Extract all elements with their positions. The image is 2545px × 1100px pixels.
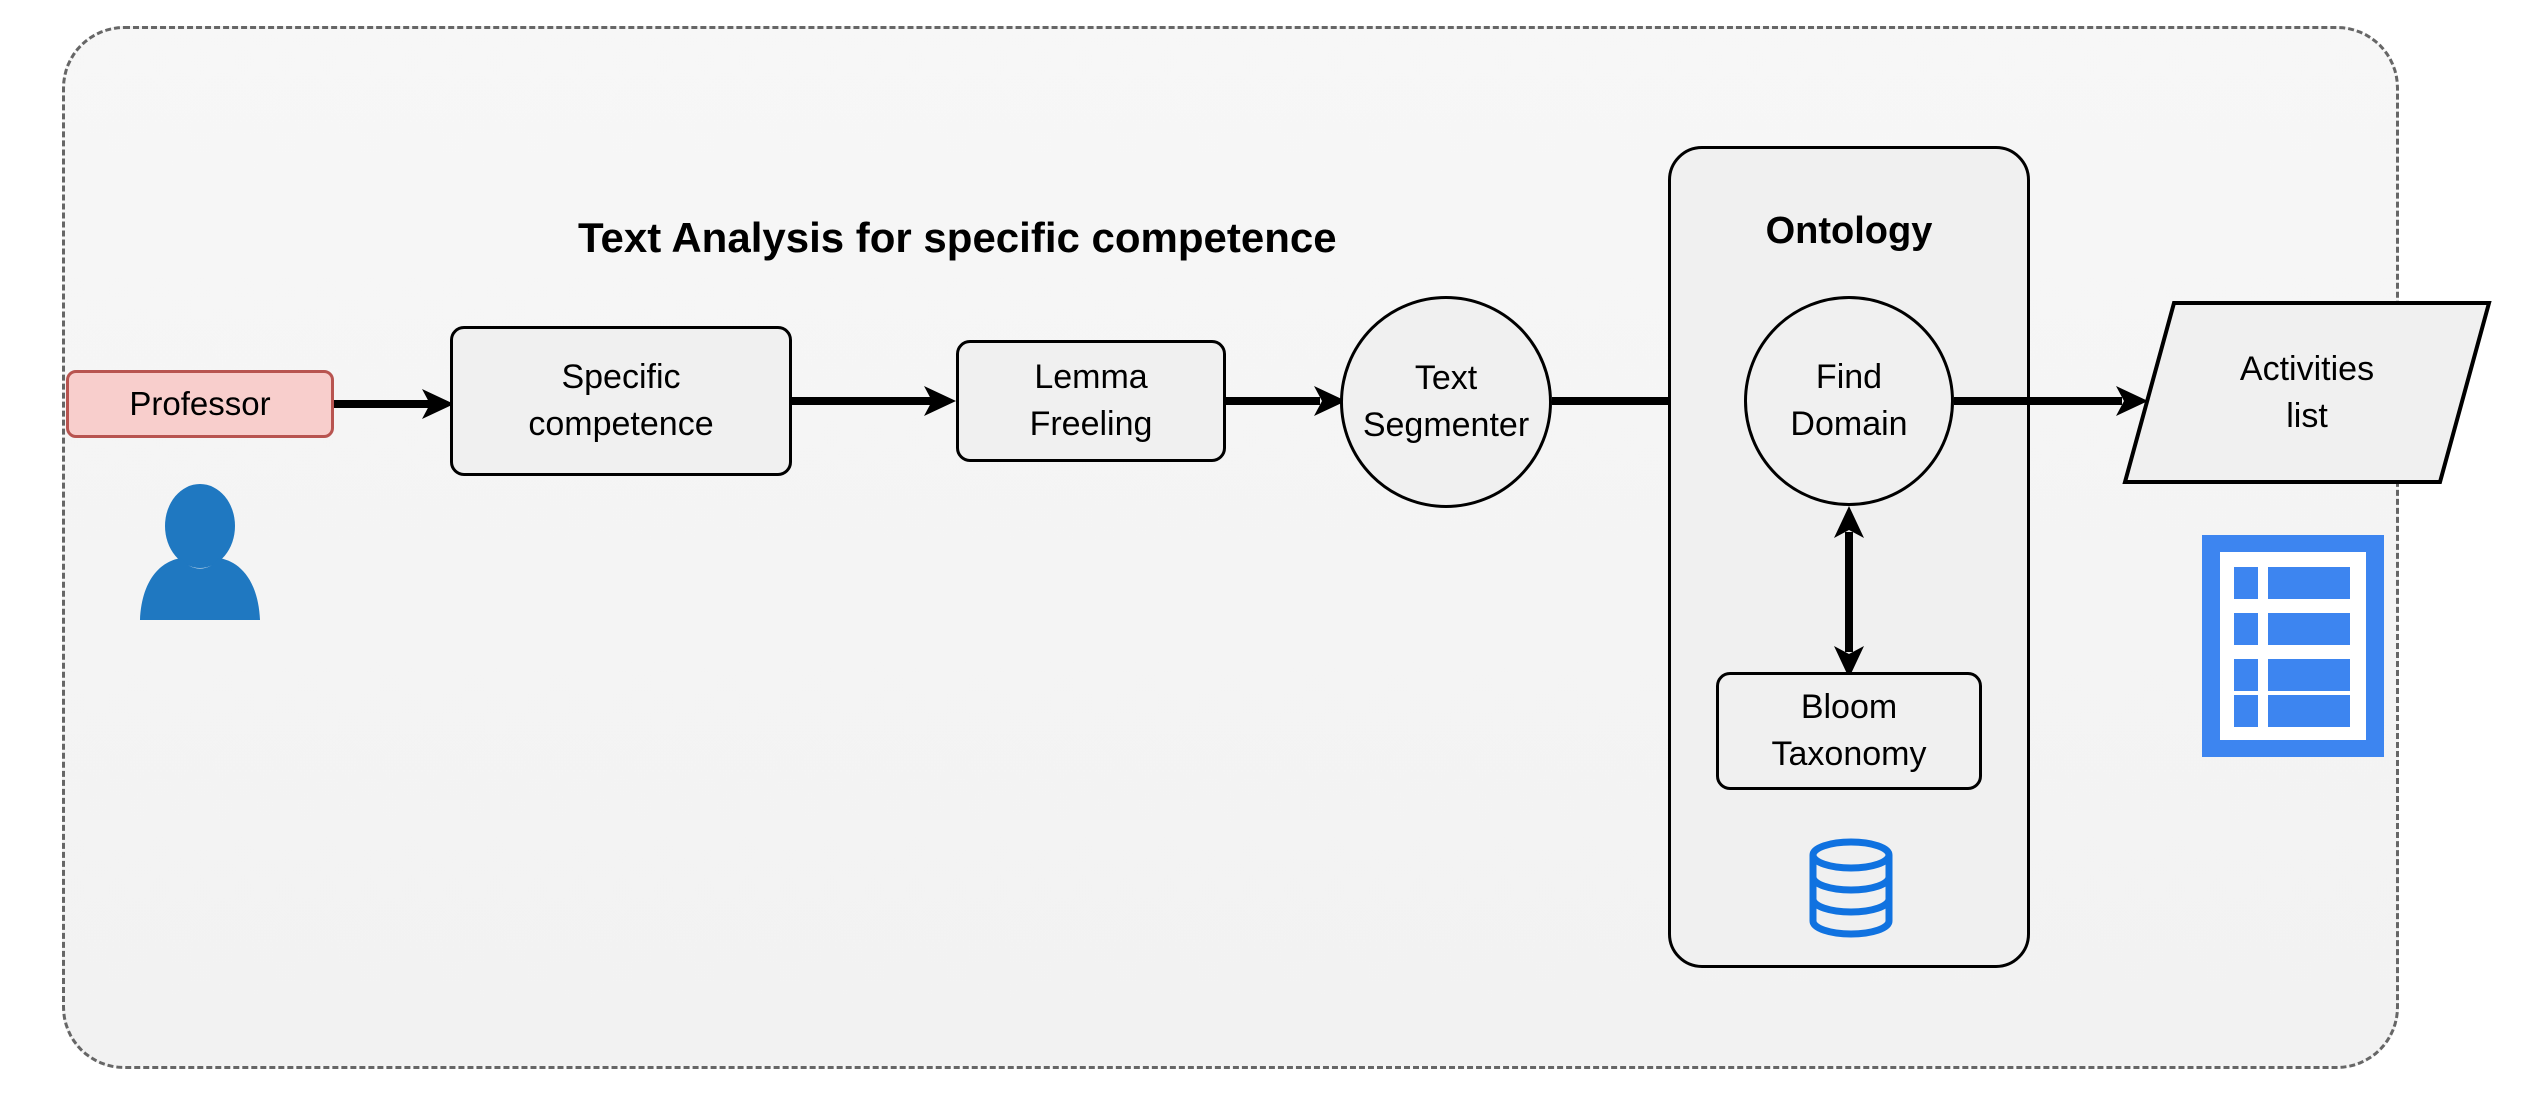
output-activities-list[interactable]: Activities list [2122, 300, 2492, 485]
arrow-specific-to-lemma [792, 385, 956, 417]
step-text-segmenter[interactable]: Text Segmenter [1340, 296, 1552, 508]
step-find-domain[interactable]: Find Domain [1744, 296, 1954, 506]
person-icon [132, 480, 268, 620]
step-lemma-freeling-label-1: Lemma [1034, 358, 1148, 397]
system-boundary [62, 26, 2399, 1069]
output-activities-list-label-1: Activities [2239, 349, 2375, 388]
actor-professor-label: Professor [129, 385, 271, 423]
step-specific-competence[interactable]: Specific competence [450, 326, 792, 476]
arrow-professor-to-specific [334, 388, 454, 420]
step-specific-competence-label-2: competence [528, 405, 714, 443]
output-activities-list-label-2: list [2286, 396, 2328, 435]
arrow-find-domain-bloom [1833, 506, 1865, 678]
database-icon [1808, 838, 1894, 938]
actor-professor[interactable]: Professor [66, 370, 334, 438]
step-find-domain-label-2: Domain [1790, 405, 1908, 443]
arrow-find-domain-to-activities [1954, 385, 2148, 417]
page-title: Text Analysis for specific competence [578, 214, 1337, 261]
step-bloom-taxonomy-label-1: Bloom [1800, 688, 1898, 727]
step-text-segmenter-label-1: Text [1414, 359, 1478, 398]
step-find-domain-label-1: Find [1815, 358, 1883, 397]
step-specific-competence-label-1: Specific [561, 358, 681, 397]
group-ontology-title: Ontology [1765, 210, 1933, 252]
step-lemma-freeling[interactable]: Lemma Freeling [956, 340, 1226, 462]
step-lemma-freeling-label-2: Freeling [1029, 405, 1153, 443]
arrow-lemma-to-segmenter [1226, 385, 1346, 417]
step-bloom-taxonomy-label-2: Taxonomy [1771, 735, 1927, 773]
step-bloom-taxonomy[interactable]: Bloom Taxonomy [1716, 672, 1982, 790]
step-text-segmenter-label-2: Segmenter [1362, 406, 1530, 444]
list-document-icon [2202, 535, 2384, 757]
